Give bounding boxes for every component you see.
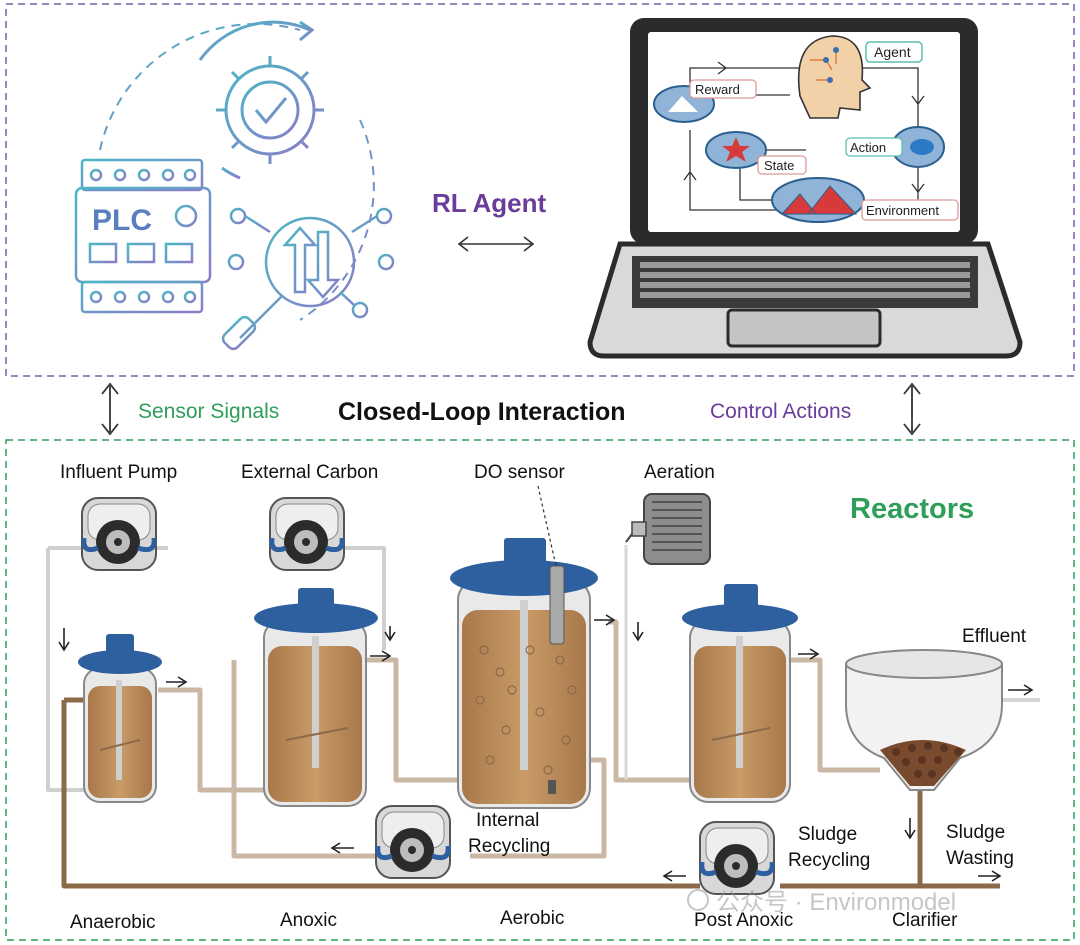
environment-icon [771, 177, 865, 223]
sludge-recycling-label-1: Sludge [798, 824, 857, 845]
air-pump-icon [625, 493, 711, 565]
state-star-icon [722, 137, 750, 162]
internal-recycling-label-1: Internal [476, 810, 539, 831]
watermark: 公众号 · Environmodel [687, 889, 956, 916]
do-sensor-label: DO sensor [474, 462, 565, 483]
action-label: Action [850, 140, 886, 155]
closed-loop-label: Closed-Loop Interaction [338, 398, 626, 426]
piping [46, 545, 1040, 889]
anaerobic-reactor [78, 634, 162, 803]
gear-check-icon [198, 20, 324, 180]
plc-label: PLC [92, 204, 152, 237]
cycle-arcs [99, 22, 375, 321]
stage-anaerobic: Anaerobic [70, 912, 156, 933]
sludge-recycling-pump-icon [699, 821, 775, 895]
aeration-label: Aeration [644, 462, 715, 483]
bottom-panel-border [5, 439, 1075, 941]
stage-anoxic: Anoxic [280, 910, 337, 931]
do-sensor-pointer [537, 485, 557, 567]
top-panel-border [5, 3, 1075, 377]
plc-icon [74, 158, 212, 314]
bidirectional-arrow-icon [457, 236, 535, 252]
external-carbon-pump-icon [269, 497, 345, 571]
sludge-wasting-label-2: Wasting [946, 848, 1014, 869]
external-carbon-label: External Carbon [241, 462, 378, 483]
environment-mountains-icon [780, 185, 858, 215]
influent-pump-label: Influent Pump [60, 462, 177, 483]
influent-pump-icon [81, 497, 157, 571]
reactors-title: Reactors [850, 493, 974, 525]
reward-label: Reward [695, 82, 740, 97]
internal-recycling-pump-icon [375, 805, 451, 879]
internal-recycling-label-2: Recycling [468, 836, 550, 857]
state-label: State [764, 158, 794, 173]
environment-tag [861, 199, 959, 221]
rl-agent-label: RL Agent [432, 188, 546, 218]
reward-mountain-icon [668, 96, 698, 112]
agent-tag [865, 41, 923, 63]
stage-post-anoxic: Post Anoxic [694, 910, 793, 931]
agent-label: Agent [874, 44, 911, 60]
watermark-text: 公众号 · Environmodel [716, 889, 956, 916]
environment-label: Environment [866, 203, 939, 218]
post-anoxic-reactor [682, 584, 798, 803]
state-tag [757, 155, 807, 175]
vertical-arrow-right-icon [903, 382, 921, 436]
agent-head-icon [797, 35, 872, 119]
action-tag [845, 137, 903, 157]
flow-arrows [58, 614, 1034, 882]
rl-loop-arrows [683, 61, 925, 194]
clarifier [845, 649, 1003, 791]
control-actions-label: Control Actions [710, 400, 851, 423]
anoxic-reactor [254, 588, 378, 807]
sludge-recycling-label-2: Recycling [788, 850, 870, 871]
stage-clarifier: Clarifier [892, 910, 958, 931]
action-dot-icon [910, 139, 934, 155]
sludge-wasting-label-1: Sludge [946, 822, 1005, 843]
stage-aerobic: Aerobic [500, 908, 564, 929]
reward-tag [689, 79, 757, 99]
sensor-signals-label: Sensor Signals [138, 400, 279, 423]
effluent-label: Effluent [962, 626, 1027, 647]
aerobic-reactor [450, 538, 598, 809]
magnifier-arrows-icon [221, 207, 395, 351]
vertical-arrow-left-icon [101, 382, 119, 436]
